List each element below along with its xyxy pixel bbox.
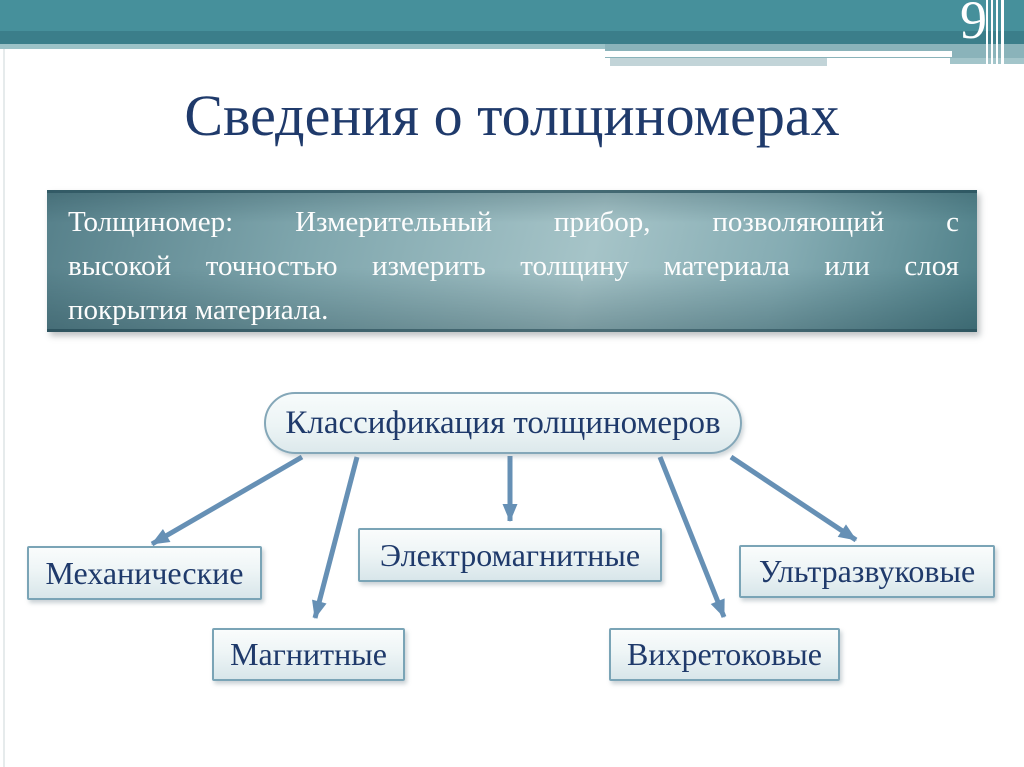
header-band-primary [0,0,1024,31]
connector-arrow-magnetic [312,456,360,619]
decorative-vertical-stripe [991,0,993,64]
connector-arrow-mechanical [150,454,304,547]
diagram-node-magnetic: Магнитные [212,628,405,681]
diagram-node-electromagnetic: Электромагнитные [358,528,662,582]
diagram-node-label: Магнитные [230,636,387,672]
definition-text-line: покрытия материала. [68,294,329,326]
diagram-node-mechanical: Механические [27,546,262,600]
decorative-vertical-stripe [986,0,988,64]
slide-page-number: 9 [960,0,987,50]
diagram-node-eddy-current: Вихретоковые [609,628,840,681]
decorative-vertical-stripe [996,0,998,64]
diagram-node-label: Электромагнитные [379,536,641,573]
header-band-dark [0,31,1024,44]
header-band-light [0,44,1024,49]
decorative-vertical-stripe [1001,0,1004,64]
diagram-root-label: Классификация толщиномеров [285,404,721,441]
definition-text-line: высокой точностью измерить толщину матер… [68,250,959,282]
diagram-root-box: Классификация толщиномеров [264,392,742,454]
diagram-node-label: Вихретоковые [627,636,822,672]
diagram-node-label: Механические [45,554,244,591]
decorative-stripe-white [605,51,952,57]
definition-text-line: Толщиномер: Измерительный прибор, позвол… [68,206,959,238]
connector-arrow-eddy [657,456,727,618]
decorative-stripe-gray [610,58,827,66]
left-edge-line [3,49,5,767]
slide-title: Сведения о толщиномерах [184,83,840,148]
definition-box: Толщиномер: Измерительный прибор, позвол… [47,190,977,332]
diagram-node-ultrasonic: Ультразвуковые [739,545,995,598]
diagram-node-label: Ультразвуковые [758,553,976,589]
connector-arrow-ultrasonic [729,454,858,543]
